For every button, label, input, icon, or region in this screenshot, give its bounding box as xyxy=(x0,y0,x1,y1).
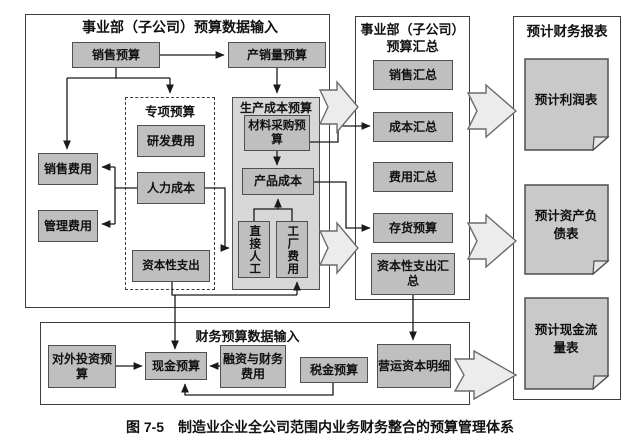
sales-summary-box: 销售汇总 xyxy=(373,60,453,90)
financial-input-title: 财务预算数据输入 xyxy=(195,329,300,344)
projected-statements-title: 预计财务报表 xyxy=(526,24,608,39)
inventory-budget-box: 存货预算 xyxy=(373,213,453,243)
capex-box: 资本性支出 xyxy=(132,250,210,282)
arrow-summary-to-income-statement xyxy=(466,83,518,139)
hr-cost-box: 人力成本 xyxy=(137,172,205,204)
sales-budget-box: 销售预算 xyxy=(72,42,160,68)
income-statement-doc: 预计利润表 xyxy=(524,58,610,152)
cost-summary-box: 成本汇总 xyxy=(373,112,453,142)
direct-labor-box: 直接人工 xyxy=(238,221,270,278)
division-summary-title-line2: 预算汇总 xyxy=(386,39,439,54)
factory-overhead-box: 工厂费用 xyxy=(276,221,308,278)
balance-sheet-doc: 预计资产负债表 xyxy=(524,184,610,276)
expense-summary-box: 费用汇总 xyxy=(373,162,453,192)
division-summary-title-line1: 事业部（子公司） xyxy=(360,22,465,37)
tax-budget-box: 税金预算 xyxy=(300,357,368,383)
cash-budget-box: 现金预算 xyxy=(145,352,207,380)
division-input-title: 事业部（子公司）预算数据输入 xyxy=(82,19,278,35)
financing-finance-expense-box: 融资与财务费用 xyxy=(220,345,286,388)
rd-expense-box: 研发费用 xyxy=(137,125,205,157)
cash-flow-statement-doc: 预计现金流量表 xyxy=(524,297,610,391)
figure-caption: 图 7-5 制造业企业全公司范围内业务财务整合的预算管理体系 xyxy=(125,419,515,435)
production-sales-volume-budget-box: 产销量预算 xyxy=(228,42,326,68)
balance-sheet-label: 预计资产负债表 xyxy=(534,208,598,241)
income-statement-label: 预计利润表 xyxy=(534,92,598,107)
product-cost-box: 产品成本 xyxy=(242,168,314,195)
working-capital-detail-box: 营运资本明细 xyxy=(377,344,451,388)
admin-expense-box: 管理费用 xyxy=(38,210,98,242)
selling-expense-box: 销售费用 xyxy=(38,153,98,185)
material-purchase-budget-box: 材料采购预算 xyxy=(244,115,310,151)
capex-summary-box: 资本性支出汇总 xyxy=(371,253,455,295)
arrow-summary-to-balance-sheet xyxy=(466,213,518,269)
special-budget-title: 专项预算 xyxy=(144,105,195,119)
external-investment-budget-box: 对外投资预算 xyxy=(48,345,116,388)
production-cost-budget-title: 生产成本预算 xyxy=(239,101,312,115)
cash-flow-statement-label: 预计现金流量表 xyxy=(534,322,598,355)
